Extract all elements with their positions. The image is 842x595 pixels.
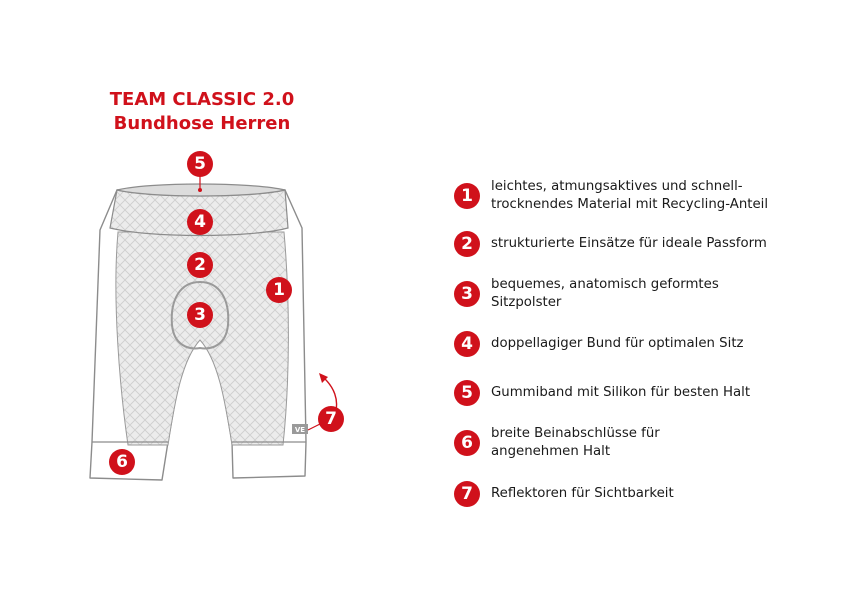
legend-text-5-line1: Gummiband mit Silikon für besten Halt — [491, 385, 751, 400]
legend-text-6-line1: breite Beinabschlüsse für — [491, 426, 660, 441]
legend-item-1: 1 leichtes, atmungsaktives und schnell- … — [454, 178, 834, 214]
marker-1: 1 — [266, 277, 292, 303]
legend-badge-1: 1 — [454, 183, 480, 209]
legend-text-7-line1: Reflektoren für Sichtbarkeit — [491, 486, 674, 501]
legend-text-6-line2: angenehmen Halt — [491, 444, 611, 459]
legend-text-3-line2: Sitzpolster — [491, 295, 562, 310]
marker-7-pointer — [307, 423, 321, 431]
legend-badge-2: 2 — [454, 231, 480, 257]
legend-item-7: 7 Reflektoren für Sichtbarkeit — [454, 481, 834, 507]
legend-text-6: breite Beinabschlüsse für angenehmen Hal… — [491, 425, 660, 461]
product-title-line2: Bundhose Herren — [113, 113, 291, 134]
legend-badge-7: 7 — [454, 481, 480, 507]
reflector-tag — [292, 424, 308, 434]
legend-text-7: Reflektoren für Sichtbarkeit — [491, 485, 674, 503]
legend-text-5: Gummiband mit Silikon für besten Halt — [491, 384, 750, 402]
legend-badge-3: 3 — [454, 281, 480, 307]
legend-text-3: bequemes, anatomisch geformtes Sitzpolst… — [491, 276, 719, 312]
marker-5: 5 — [187, 151, 213, 177]
legend-text-1-line2: trocknendes Material mit Recycling-Antei… — [491, 197, 769, 212]
legend-item-6: 6 breite Beinabschlüsse für angenehmen H… — [454, 425, 834, 461]
legend-item-5: 5 Gummiband mit Silikon für besten Halt — [454, 380, 834, 406]
product-title: TEAM CLASSIC 2.0 Bundhose Herren — [52, 88, 352, 136]
legend-badge-4: 4 — [454, 331, 480, 357]
product-title-line1: TEAM CLASSIC 2.0 — [109, 89, 295, 110]
mesh-panel — [115, 231, 289, 446]
legend-item-3: 3 bequemes, anatomisch geformtes Sitzpol… — [454, 276, 834, 312]
legend-text-3-line1: bequemes, anatomisch geformtes — [491, 277, 719, 292]
legend-text-4-line1: doppellagiger Bund für optimalen Sitz — [491, 336, 744, 351]
seat-pad-outline — [170, 280, 230, 350]
legend-badge-5: 5 — [454, 380, 480, 406]
marker-3: 3 — [187, 302, 213, 328]
marker-6: 6 — [109, 449, 135, 475]
legend-text-1: leichtes, atmungsaktives und schnell- tr… — [491, 178, 768, 214]
legend-badge-6: 6 — [454, 430, 480, 456]
legend-text-4: doppellagiger Bund für optimalen Sitz — [491, 335, 744, 353]
reflector-tag-text: VE — [295, 426, 305, 434]
marker-7: 7 — [318, 406, 344, 432]
legend-item-4: 4 doppellagiger Bund für optimalen Sitz — [454, 331, 834, 357]
legend-text-2-line1: strukturierte Einsätze für ideale Passfo… — [491, 236, 767, 251]
legend-text-1-line1: leichtes, atmungsaktives und schnell- — [491, 179, 743, 194]
legend-text-2: strukturierte Einsätze für ideale Passfo… — [491, 235, 767, 253]
reflector-arrowhead — [319, 373, 328, 383]
marker-5-pointer-dot — [198, 188, 202, 192]
legend-item-2: 2 strukturierte Einsätze für ideale Pass… — [454, 231, 834, 257]
marker-2: 2 — [187, 252, 213, 278]
marker-4: 4 — [187, 209, 213, 235]
